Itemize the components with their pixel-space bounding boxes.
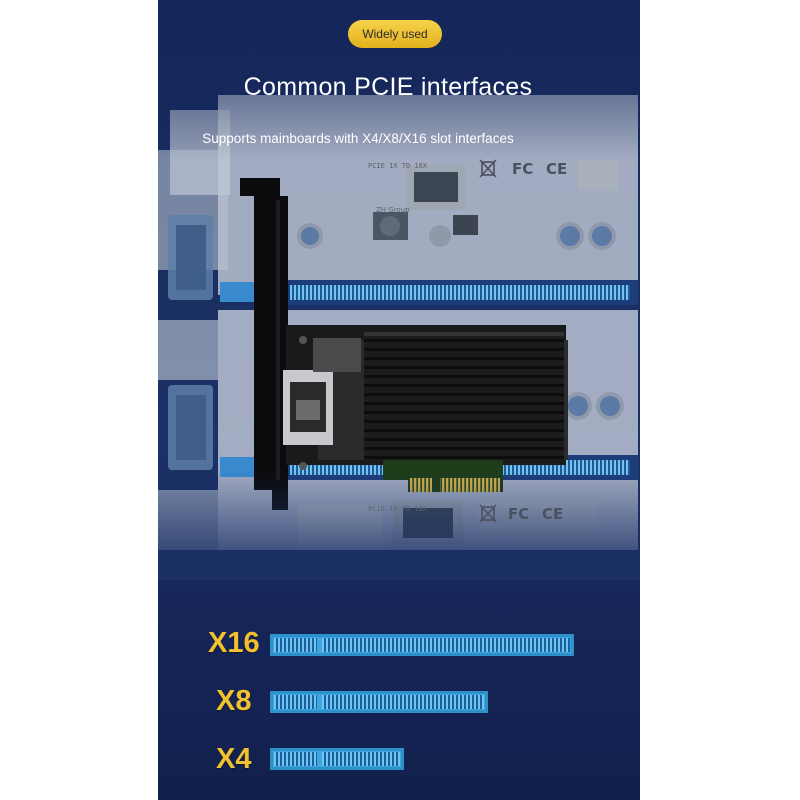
widely-used-badge: Widely used — [348, 20, 442, 48]
product-panel: PCIE 1X TO 16X ZH Group PCIE 1X TO 16X F… — [158, 0, 640, 800]
page-title: Common PCIE interfaces — [243, 73, 533, 101]
board-silkscreen-top: PCIE 1X TO 16X — [368, 162, 428, 170]
slot-label-x8: X8 — [216, 685, 252, 717]
board-brand-mark: ZH Group — [376, 206, 410, 214]
slot-x8-graphic — [270, 691, 488, 713]
slot-label-x4: X4 — [216, 743, 252, 775]
slot-x4-graphic — [270, 748, 404, 770]
network-card — [283, 325, 568, 492]
slot-label-x16: X16 — [208, 627, 260, 659]
board-silkscreen-bottom: PCIE 1X TO 16X — [368, 505, 428, 513]
pcie-bracket — [240, 178, 288, 510]
board-illustration — [158, 0, 640, 580]
slot-x16-graphic — [270, 634, 574, 656]
page-subtitle: Supports mainboards with X4/X8/X16 slot … — [202, 131, 514, 146]
